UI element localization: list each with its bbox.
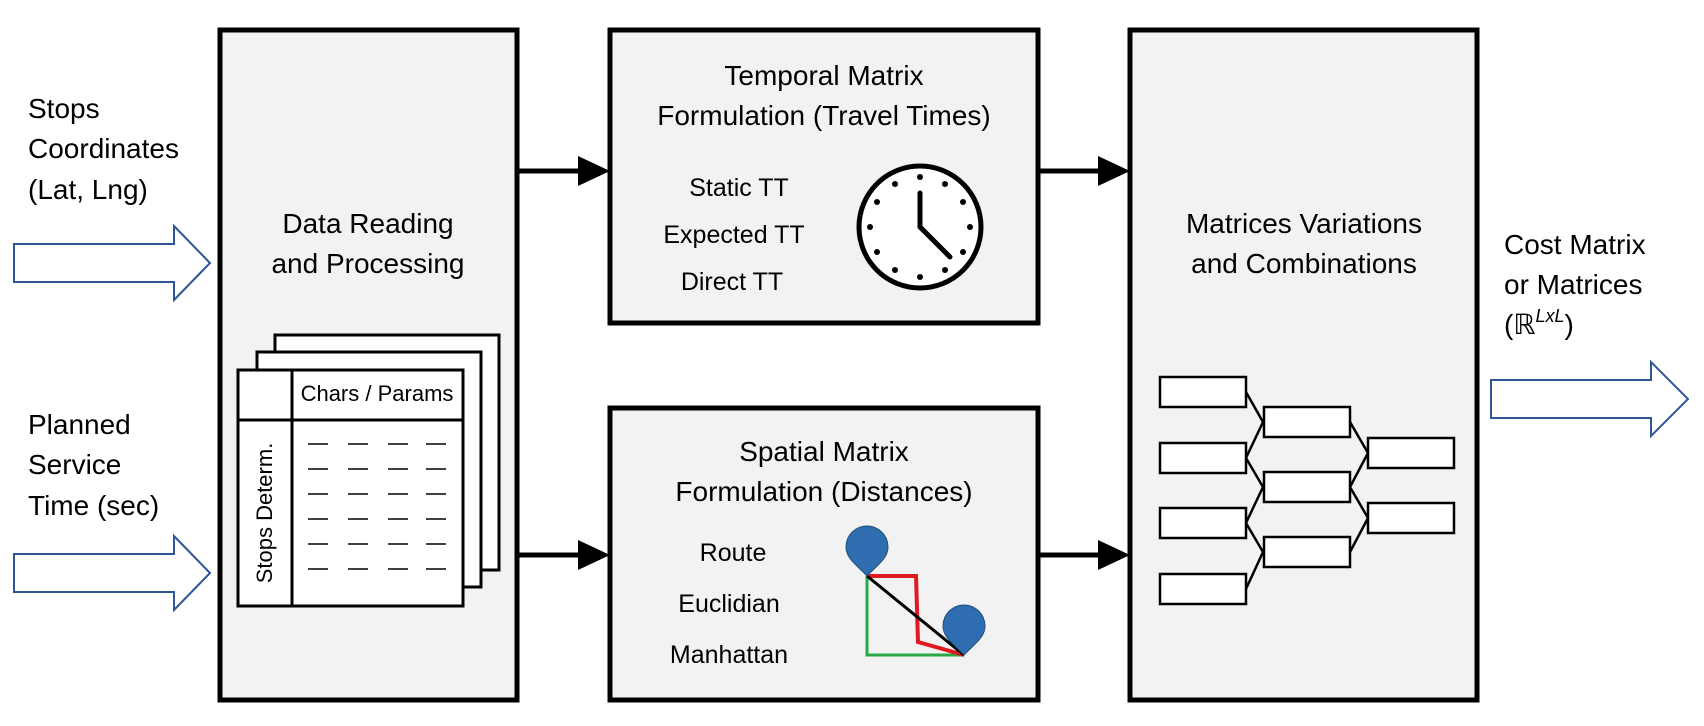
spatial-item-manhattan: Manhattan	[670, 641, 788, 669]
input-arrow-service-time	[13, 533, 212, 613]
spatial-box-title-line-1: Spatial Matrix	[739, 436, 909, 467]
arrow-spatial-to-variations	[1040, 540, 1130, 570]
euclidian-path	[866, 574, 965, 657]
clock-icon	[856, 163, 984, 291]
input-service-line-3: Time (sec)	[28, 490, 159, 521]
table-placeholder-dashes	[308, 443, 446, 570]
variations-box-title-line-1: Matrices Variations	[1186, 208, 1422, 239]
data-processing-box: Data Reading and Processing Chars / Para…	[217, 27, 520, 703]
temporal-item-static-tt: Static TT	[689, 174, 789, 202]
output-line-1: Cost Matrix	[1504, 229, 1646, 260]
combination-tree-icon	[1244, 391, 1370, 590]
input-stops-line-1: Stops	[28, 93, 100, 124]
input-planned-service-time: Planned Service Time (sec)	[13, 409, 212, 613]
output-line-2: or Matrices	[1504, 269, 1642, 300]
temporal-item-expected-tt: Expected TT	[663, 221, 804, 249]
temporal-matrix-box: Temporal Matrix Formulation (Travel Time…	[607, 27, 1041, 326]
arrow-data-to-spatial	[519, 540, 610, 570]
temporal-box-frame	[607, 27, 1041, 326]
input-arrow-coordinates	[13, 223, 212, 303]
spatial-box-title-line-2: Formulation (Distances)	[675, 476, 972, 507]
input-stops-line-3: (Lat, Lng)	[28, 174, 148, 205]
arrow-data-to-temporal	[519, 156, 610, 186]
table-header-label: Chars / Params	[301, 381, 454, 406]
manhattan-path	[865, 576, 964, 657]
output-cost-matrix: Cost Matrix or Matrices (ℝLxL)	[1490, 229, 1690, 439]
variations-box-title-line-2: and Combinations	[1191, 248, 1417, 279]
output-symbol: (ℝLxL)	[1504, 306, 1574, 340]
input-service-line-2: Service	[28, 449, 121, 480]
spatial-matrix-box: Spatial Matrix Formulation (Distances) R…	[607, 405, 1041, 703]
map-pin-icon	[845, 525, 889, 577]
map-pin-icon	[942, 604, 986, 656]
output-arrow	[1490, 359, 1690, 439]
temporal-box-title-line-2: Formulation (Travel Times)	[657, 100, 990, 131]
spatial-item-euclidian: Euclidian	[678, 590, 779, 618]
spatial-item-route: Route	[700, 539, 767, 567]
input-stops-line-2: Coordinates	[28, 133, 179, 164]
input-stops-coordinates: Stops Coordinates (Lat, Lng)	[13, 93, 212, 303]
variations-box: Matrices Variations and Combinations	[1127, 27, 1480, 703]
temporal-item-direct-tt: Direct TT	[681, 268, 783, 296]
data-box-title-line-1: Data Reading	[282, 208, 453, 239]
route-path	[867, 574, 965, 657]
distance-paths-icon	[845, 525, 986, 657]
table-row-header-label: Stops Determ.	[252, 443, 277, 584]
arrow-temporal-to-variations	[1040, 156, 1130, 186]
data-box-title-line-2: and Processing	[271, 248, 464, 279]
temporal-box-title-line-1: Temporal Matrix	[724, 60, 923, 91]
combination-boxes	[1158, 375, 1456, 606]
table-sheets-icon: Chars / Params Stops Determ.	[236, 333, 501, 608]
input-service-line-1: Planned	[28, 409, 131, 440]
